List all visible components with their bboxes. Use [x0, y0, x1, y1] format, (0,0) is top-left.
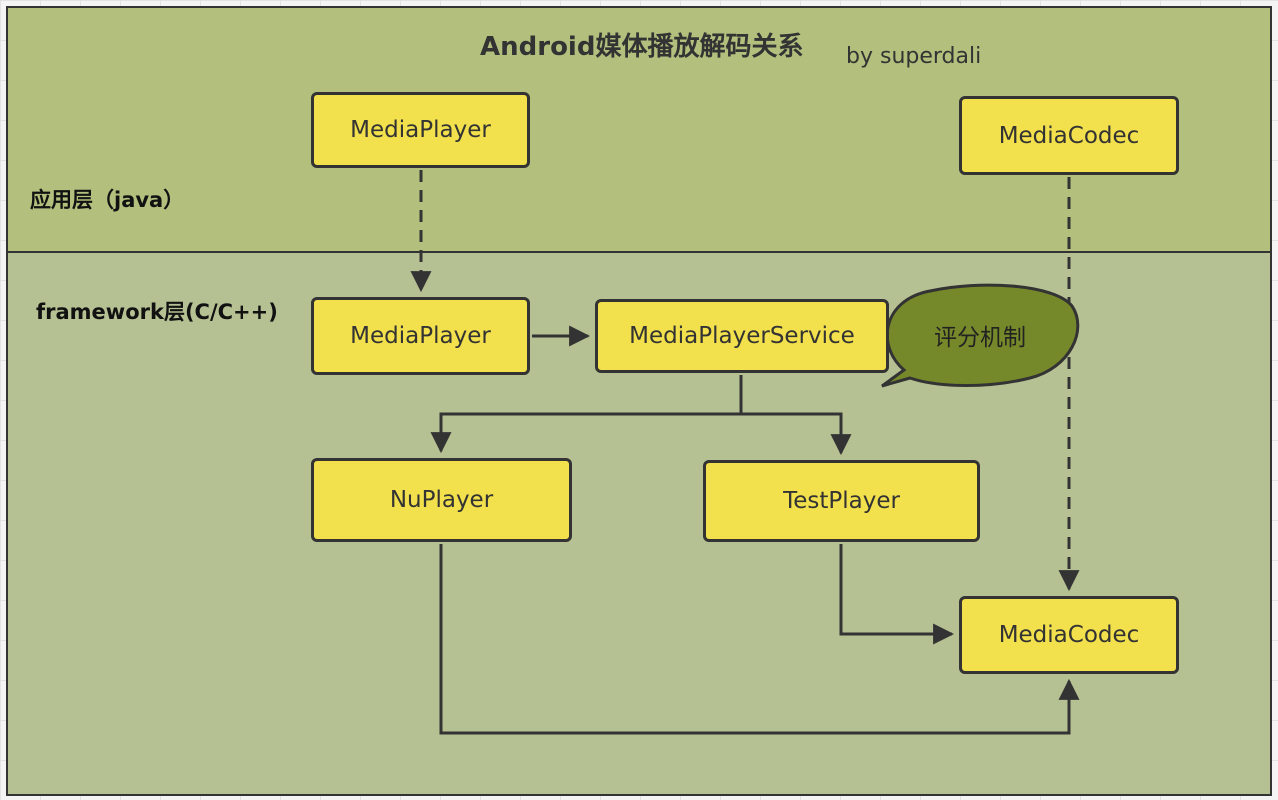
node-mediaplayer-framework: MediaPlayer — [311, 297, 530, 375]
edge-nuplayer-to-mediacodec — [439, 544, 1080, 735]
node-testplayer: TestPlayer — [703, 460, 980, 542]
diagram-byline: by superdali — [846, 44, 982, 69]
edge-service-to-testplayer — [741, 412, 852, 456]
framework-layer-label: framework层(C/C++) — [36, 300, 278, 324]
node-mediaplayer-app: MediaPlayer — [311, 92, 530, 168]
callout-scoring-mechanism: 评分机制 — [934, 325, 1026, 351]
edge-service-to-nuplayer — [430, 375, 743, 454]
callout-bubble-shape — [881, 283, 1080, 388]
node-mediaplayerservice: MediaPlayerService — [595, 299, 889, 373]
app-layer-label: 应用层（java） — [30, 188, 185, 212]
node-nuplayer: NuPlayer — [311, 458, 572, 542]
node-mediacodec-app: MediaCodec — [959, 96, 1179, 175]
edge-testplayer-to-mediacodec — [839, 544, 955, 645]
node-mediacodec-framework: MediaCodec — [959, 596, 1179, 674]
diagram-title: Android媒体播放解码关系 — [480, 32, 804, 62]
